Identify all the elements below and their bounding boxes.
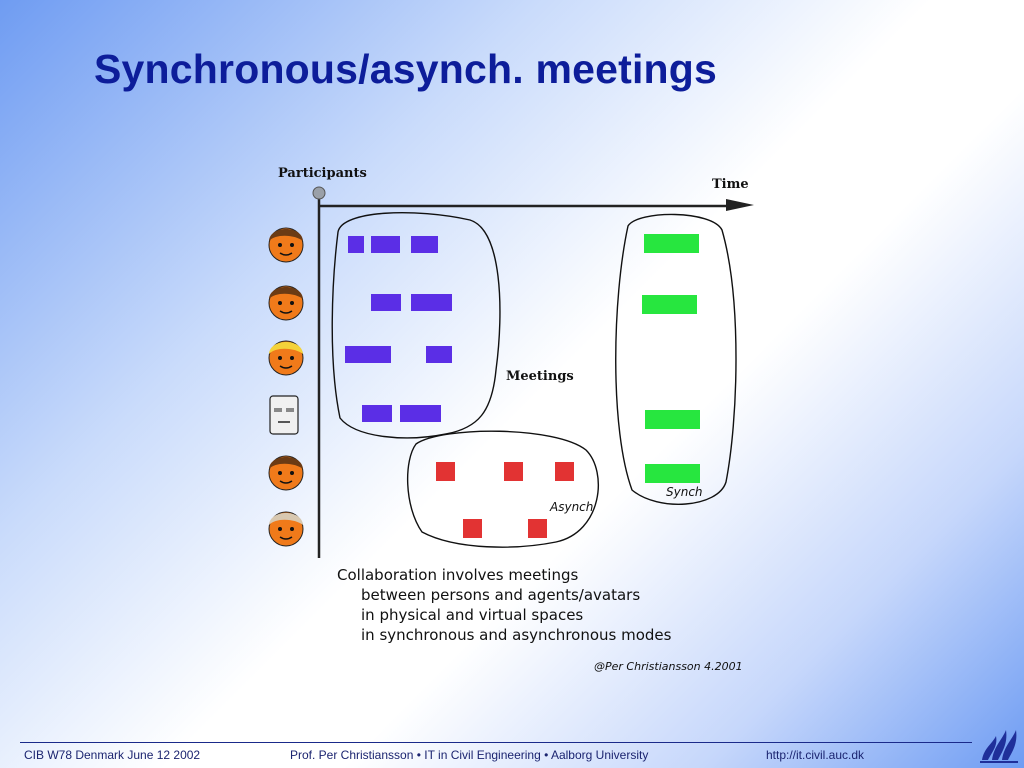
meeting-block [371,236,400,253]
caption-line: between persons and agents/avatars [361,586,641,604]
meeting-blocks [345,236,452,422]
time-axis-label: Time [712,177,749,192]
slide-title: Synchronous/asynch. meetings [94,46,718,92]
synch-block [642,295,697,314]
participant-avatars [268,227,304,547]
meetings-group-outline [331,212,501,439]
person-icon [268,227,304,263]
synch-group-outline [615,213,737,505]
meeting-block [362,405,392,422]
synch-block [644,234,699,253]
participants-axis-label: Participants [278,166,367,181]
footer-left: CIB W78 Denmark June 12 2002 [24,748,201,762]
time-arrow-head [726,199,754,211]
synch-label: Synch [666,485,703,499]
person-icon [268,455,304,491]
diagram-graphics [268,186,754,558]
asynch-group-outline [407,430,599,548]
copyright-note: @Per Christiansson 4.2001 [594,660,743,673]
asynch-block [504,462,523,481]
asynch-block [528,519,547,538]
meeting-block [411,294,452,311]
caption-line: in physical and virtual spaces [361,606,584,624]
university-logo-icon [980,730,1018,763]
meetings-label: Meetings [506,369,574,384]
meeting-block [400,405,441,422]
asynch-blocks [436,462,574,538]
person-grey-hair-icon [268,511,304,547]
meeting-block [411,236,438,253]
caption-line: Collaboration involves meetings [337,566,579,584]
meeting-block [371,294,401,311]
meeting-block [348,236,364,253]
meeting-block [345,346,391,363]
robot-agent-icon [269,395,299,435]
meetings-diagram: Participants Time Meetings Asynch Synch … [256,160,776,680]
asynch-block [555,462,574,481]
axis-origin-knob [312,186,326,200]
diagram-caption: Collaboration involves meetings between … [337,565,671,645]
caption-line: in synchronous and asynchronous modes [361,626,672,644]
footer-divider [20,742,972,743]
asynch-block [463,519,482,538]
synch-blocks [642,234,700,483]
footer-center: Prof. Per Christiansson • IT in Civil En… [290,748,649,762]
footer-url: http://it.civil.auc.dk [766,748,865,762]
meeting-block [426,346,452,363]
person-icon [268,285,304,321]
synch-block [645,464,700,483]
asynch-block [436,462,455,481]
person-blond-icon [268,340,304,376]
synch-block [645,410,700,429]
asynch-label: Asynch [550,500,594,514]
